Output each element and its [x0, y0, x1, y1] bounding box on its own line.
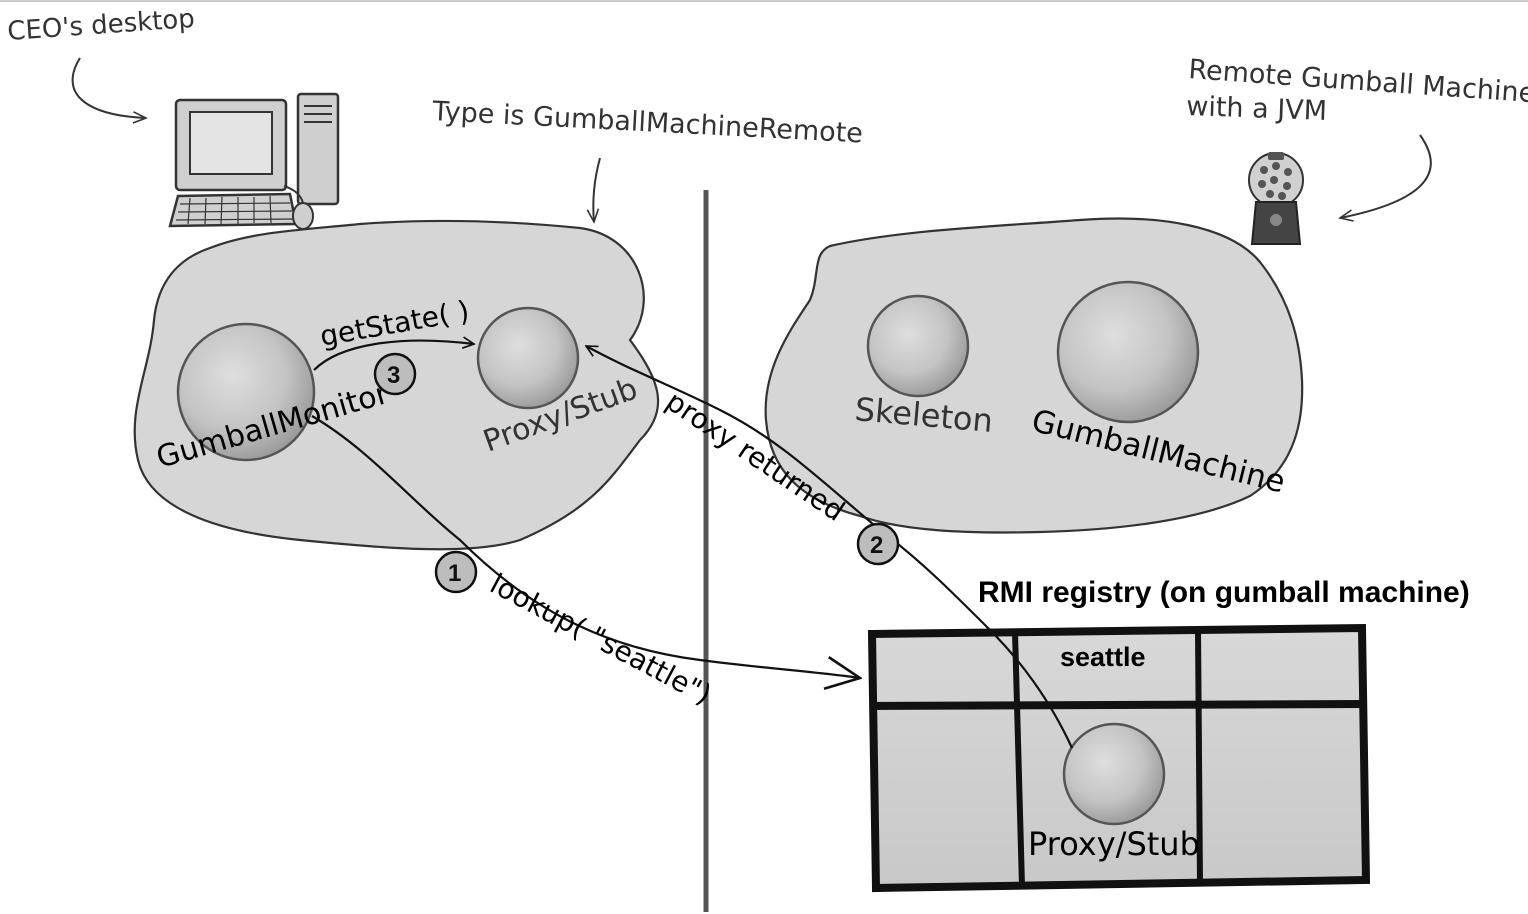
step-1-circle [434, 550, 478, 594]
type-note-arrow [593, 157, 601, 222]
getstate-arrow [313, 341, 474, 371]
step-1-number: 1 [448, 560, 461, 587]
gumball-machine-object [1056, 280, 1200, 424]
lookup-arrow [311, 415, 860, 678]
type-note-label: Type is GumballMachineRemote [431, 96, 864, 150]
skeleton-object [866, 294, 970, 398]
registry-proxy-stub-object [1062, 722, 1166, 826]
registry-proxy-stub-label: Proxy/Stub [1028, 825, 1200, 863]
desktop-computer-icon [168, 92, 340, 230]
step-3-circle [373, 352, 417, 396]
step-2-circle [856, 522, 900, 566]
registry-entry-name: seattle [1060, 642, 1146, 672]
registry-title: RMI registry (on gumball machine) [978, 576, 1470, 609]
step-3-number: 3 [387, 362, 400, 389]
step-2-number: 2 [870, 532, 883, 559]
ceo-desktop-label: CEO's desktop [6, 4, 195, 47]
remote-note-arrow [1340, 134, 1432, 218]
ceo-desktop-arrow [71, 57, 146, 118]
gumball-monitor-object [176, 322, 316, 462]
gumball-machine-icon [1248, 152, 1304, 245]
step-1-label: lookup( "seattle") [485, 567, 717, 711]
remote-note-line2: with a JVM [1186, 91, 1328, 127]
client-proxy-stub-object [476, 306, 580, 410]
